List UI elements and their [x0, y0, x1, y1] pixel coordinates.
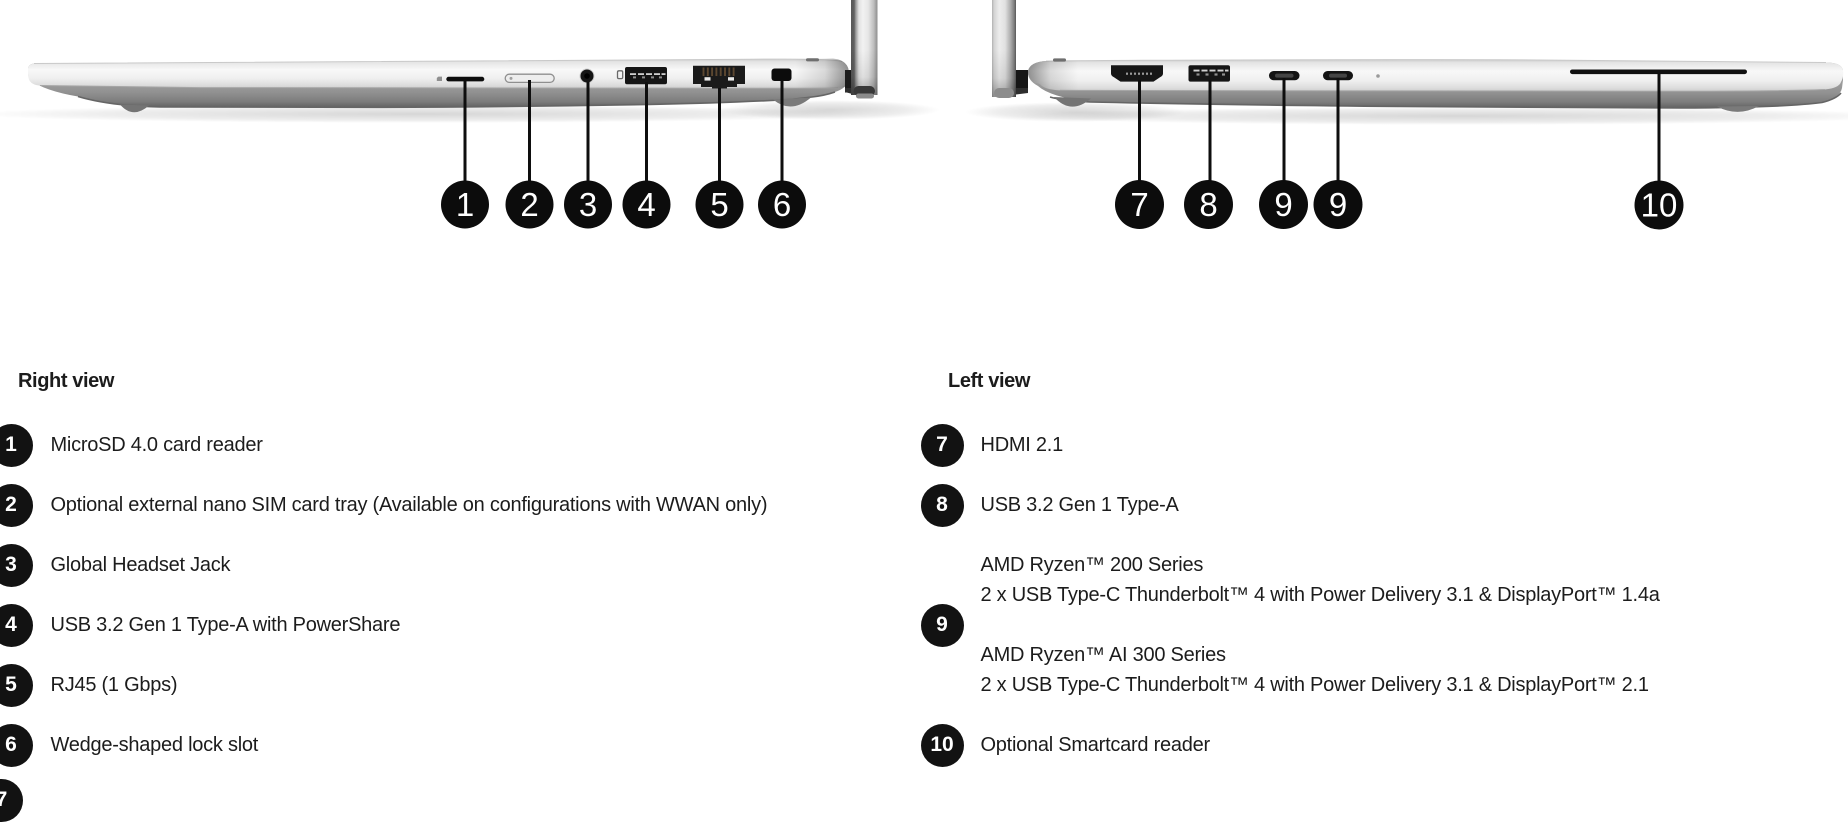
svg-text:2: 2 — [520, 186, 538, 223]
svg-text:9: 9 — [1329, 186, 1347, 223]
svg-text:6: 6 — [773, 186, 791, 223]
svg-text:4: 4 — [637, 186, 655, 223]
svg-text:3: 3 — [579, 186, 597, 223]
svg-text:5: 5 — [710, 186, 728, 223]
svg-text:9: 9 — [1274, 186, 1292, 223]
svg-text:8: 8 — [1199, 186, 1217, 223]
svg-text:1: 1 — [456, 186, 474, 223]
svg-text:10: 10 — [1641, 187, 1678, 224]
svg-text:7: 7 — [1130, 186, 1148, 223]
